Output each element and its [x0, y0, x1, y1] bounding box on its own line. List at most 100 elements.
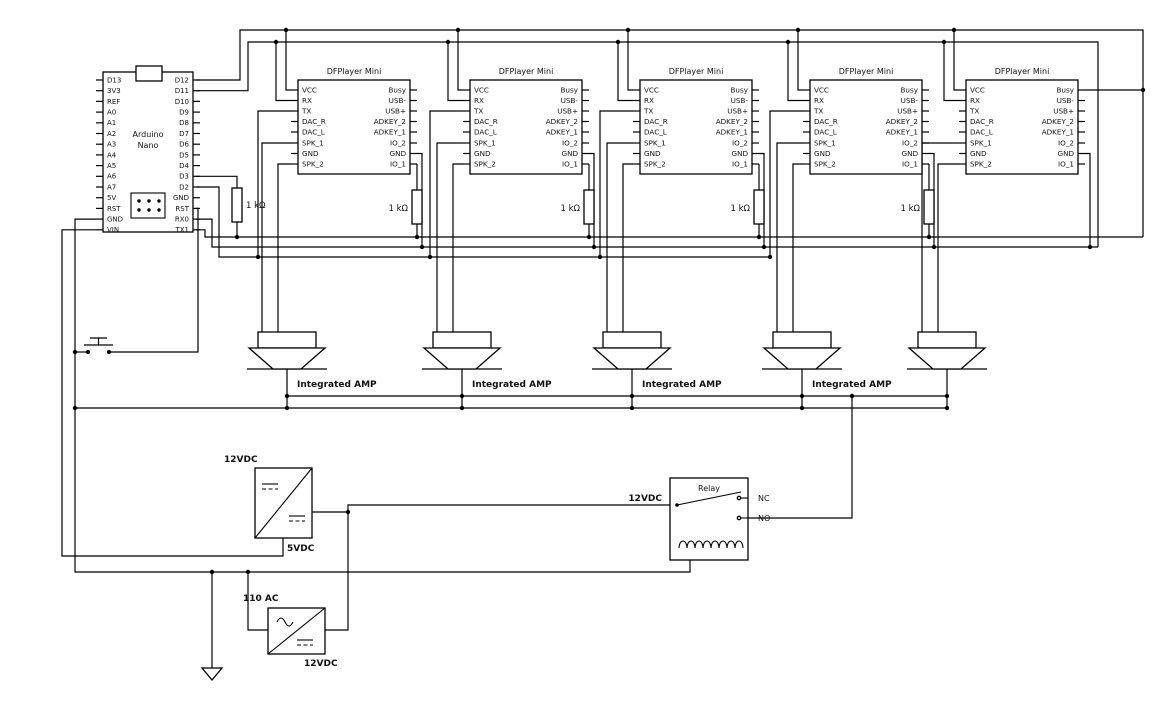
junction-dot	[455, 27, 461, 33]
wire-rx-drop	[943, 42, 959, 102]
junction-layer	[72, 27, 1146, 575]
ac-symbol-sine	[276, 617, 294, 627]
junction-dot	[849, 393, 855, 399]
junction-dot	[1140, 87, 1146, 93]
amp-label: Integrated AMP	[812, 380, 892, 390]
relay-voltage-label: 12VDC	[628, 494, 662, 504]
dfplayer-module	[469, 79, 583, 175]
junction-dot	[414, 234, 420, 240]
amp-label: Integrated AMP	[472, 380, 552, 390]
arduino-pin-label: D11	[175, 87, 189, 95]
dfplayer-module	[639, 79, 753, 175]
pin-label: GND	[814, 149, 831, 158]
junction-dot	[761, 244, 767, 250]
pin-label: IO_1	[732, 160, 748, 169]
resistor-label: 1 kΩ	[900, 204, 920, 214]
speaker-cone	[592, 347, 672, 370]
relay-contact-point	[736, 495, 742, 501]
pin-label: SPK_1	[814, 139, 836, 148]
arduino-pin-label: RST	[175, 205, 189, 213]
pin-label: IO_1	[562, 160, 578, 169]
resistor	[753, 189, 765, 225]
junction-dot	[72, 405, 78, 411]
arduino-pin-label: A5	[107, 162, 116, 170]
junction-dot	[586, 234, 592, 240]
resistor-label: 1 kΩ	[730, 204, 750, 214]
junction-dot	[245, 569, 251, 575]
relay-no-label: NO	[758, 514, 770, 523]
junction-dot	[445, 39, 451, 45]
wire-rx-drop	[275, 42, 291, 102]
pin-label: SPK_1	[474, 139, 496, 148]
wire-spk1	[606, 142, 633, 332]
pin-label: SPK_2	[814, 160, 836, 169]
pin-label: ADKEY_2	[716, 117, 748, 126]
arduino-pin-label: 3V3	[107, 87, 121, 95]
junction-dot	[941, 39, 947, 45]
arduino-pin-label: A7	[107, 183, 116, 191]
pin-label: IO_1	[902, 160, 918, 169]
wire-layer	[61, 29, 1144, 668]
pin-label: GND	[562, 149, 579, 158]
pin-label: RX	[302, 96, 312, 105]
wire-spk2	[622, 163, 633, 332]
pin-label: RX	[814, 96, 824, 105]
acdc-input-label: 110 AC	[243, 594, 279, 604]
arduino-pin-label: TX1	[174, 226, 189, 234]
resistor	[411, 189, 423, 225]
wire-5v-route	[61, 229, 284, 557]
wire-vcc-drop	[285, 30, 291, 91]
junction-dot	[785, 39, 791, 45]
pin-label: DAC_L	[814, 128, 837, 137]
wire-vcc-drop	[457, 30, 463, 91]
pin-label: DAC_L	[302, 128, 325, 137]
dfplayer-title: DFPlayer Mini	[327, 67, 382, 76]
junction-dot	[345, 509, 351, 515]
ac-dc-diagonal	[267, 607, 326, 655]
icsp-pin	[137, 208, 141, 212]
pin-label: IO_2	[562, 139, 578, 148]
pin-label: USB+	[557, 107, 578, 116]
pin-label: Busy	[901, 86, 919, 95]
pin-label: ADKEY_1	[886, 128, 918, 137]
wire-vcc-drop	[953, 30, 959, 91]
arduino-pin-label: D2	[179, 183, 189, 191]
wire-vcc-drop	[627, 30, 633, 91]
speaker-driver	[917, 331, 977, 349]
wire-12v-relay-feed	[325, 504, 670, 631]
dfplayer-title: DFPlayer Mini	[499, 67, 554, 76]
pin-label: USB-	[901, 96, 919, 105]
junction-dot	[615, 39, 621, 45]
arduino-pin-label: RST	[107, 205, 121, 213]
arduino-pin-label: D7	[179, 130, 189, 138]
pin-label: ADKEY_2	[374, 117, 406, 126]
resistor-label: 1 kΩ	[560, 204, 580, 214]
dfplayer-module	[965, 79, 1079, 175]
pin-label: GND	[732, 149, 749, 158]
resistor	[923, 189, 935, 225]
junction-dot	[284, 405, 290, 411]
wire-d11-top-bus	[196, 41, 1099, 247]
pin-label: SPK_1	[644, 139, 666, 148]
wire-rx-drop	[617, 42, 633, 102]
resistor	[583, 189, 595, 225]
pin-label: VCC	[302, 86, 317, 95]
pin-label: IO_2	[902, 139, 918, 148]
wire-spk1	[261, 142, 291, 332]
arduino-pin-label: 5V	[107, 194, 116, 202]
junction-dot	[597, 254, 603, 260]
pin-label: GND	[390, 149, 407, 158]
pin-label: GND	[902, 149, 919, 158]
wire-gnd-left-rail	[74, 218, 691, 573]
push-button-terminal	[107, 350, 111, 354]
pin-label: DAC_R	[644, 117, 668, 126]
acdc-output-label: 12VDC	[304, 659, 338, 669]
amp-label: Integrated AMP	[642, 380, 722, 390]
pin-label: Busy	[561, 86, 579, 95]
pin-label: ADKEY_2	[1042, 117, 1074, 126]
pin-label: TX	[813, 107, 823, 116]
pin-label: IO_2	[1058, 139, 1074, 148]
pin-label: TX	[969, 107, 979, 116]
dcdc-output-label: 5VDC	[287, 544, 315, 554]
